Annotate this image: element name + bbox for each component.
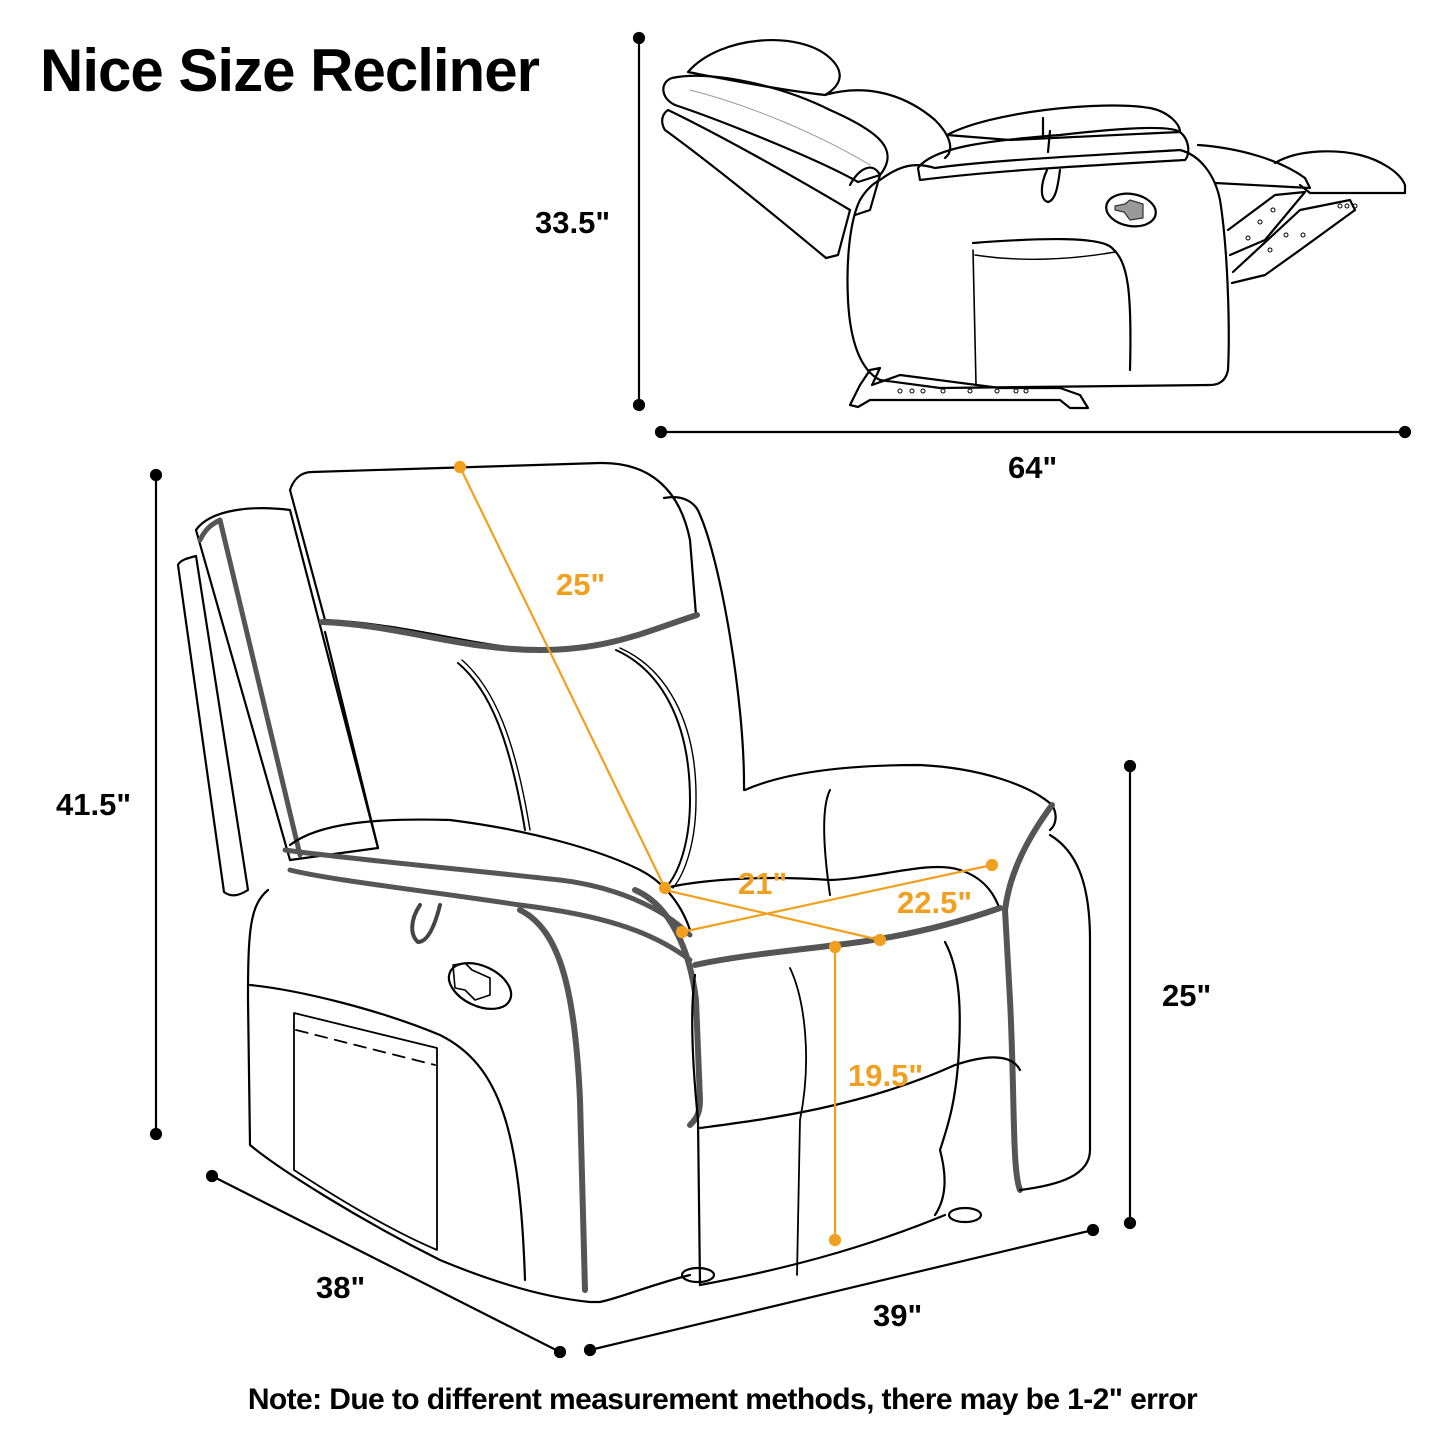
depth-line [211, 1175, 561, 1353]
dimension-lines [149, 31, 1412, 1359]
overall-height-label: 41.5" [56, 787, 132, 822]
measurement-note: Note: Due to different measurement metho… [247, 1383, 1198, 1416]
side-height-label: 33.5" [535, 205, 611, 240]
seat-depth-label: 21" [738, 866, 788, 901]
seat-height-label: 19.5" [848, 1058, 924, 1093]
arm-height-label: 25" [1162, 978, 1212, 1013]
seat-width-label: 22.5" [897, 885, 973, 920]
seat-width-line [681, 863, 993, 934]
measurement-lines [453, 460, 999, 1247]
seat-depth-line [664, 888, 881, 942]
backrest-height-line [459, 466, 666, 889]
width-label: 39" [873, 1298, 923, 1333]
depth-label: 38" [316, 1270, 366, 1305]
side-length-label: 64" [1008, 450, 1058, 485]
front-view-recliner-illustration [176, 461, 1092, 1304]
page-title: Nice Size Recliner [40, 37, 540, 104]
width-line [589, 1228, 1094, 1352]
side-view-recliner-illustration [661, 39, 1407, 410]
backrest-height-label: 25" [556, 567, 606, 602]
